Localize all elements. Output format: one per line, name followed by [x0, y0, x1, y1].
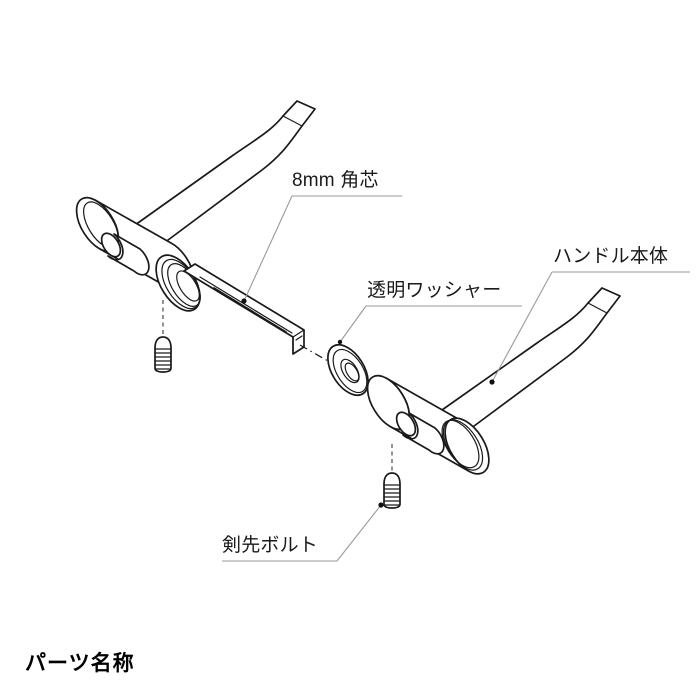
left-lever-arm [127, 100, 316, 253]
label-handle-body: ハンドル本体 [553, 246, 669, 267]
left-hub-boss [100, 232, 150, 276]
label-square-spindle: 8mm 角芯 [292, 170, 379, 191]
leader-bolt [222, 502, 384, 562]
right-handle-assembly [366, 287, 621, 509]
set-screw-body [383, 472, 401, 509]
leader-washer [337, 305, 522, 345]
set-screw-body [154, 336, 172, 373]
left-set-screw [154, 300, 172, 373]
left-handle-assembly [75, 100, 316, 373]
clear-washer [327, 343, 369, 397]
right-hub-boss [395, 411, 445, 455]
right-set-screw [383, 444, 401, 509]
square-spindle [183, 263, 305, 355]
diagram-caption: パーツ名称 [25, 652, 135, 675]
label-clear-washer: 透明ワッシャー [367, 280, 502, 301]
right-hub-cylinder [366, 374, 490, 475]
leader-lines [222, 195, 690, 562]
leader-spindle [241, 195, 402, 304]
right-lever-arm [441, 287, 621, 433]
leader-handle-body [489, 271, 690, 385]
label-set-screw: 剣先ボルト [222, 535, 319, 556]
